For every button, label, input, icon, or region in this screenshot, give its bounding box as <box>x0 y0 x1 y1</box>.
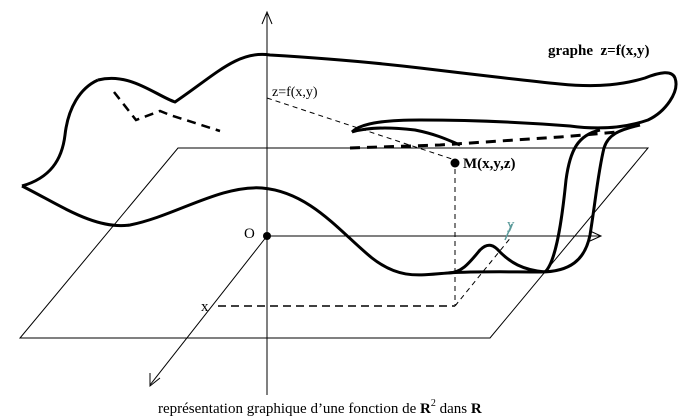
z-label: z=f(x,y) <box>272 85 318 100</box>
xy-plane <box>18 147 650 339</box>
surface-fold-edge <box>351 126 461 147</box>
hidden-contour-right <box>349 130 619 150</box>
caption-r2: R <box>471 401 482 417</box>
projection-to-y <box>454 235 513 307</box>
x-axis-arrow <box>149 373 161 388</box>
caption-text: représentation graphique d’une fonction … <box>158 401 420 417</box>
projection-z-to-m <box>266 97 456 161</box>
z-axis-arrow <box>261 10 273 25</box>
caption-dans: dans <box>436 401 471 417</box>
surface-front-edge <box>21 123 641 277</box>
x-axis <box>149 235 268 386</box>
hidden-contour-left <box>113 91 221 133</box>
origin-label: O <box>244 226 255 242</box>
caption-exponent: 2 <box>431 398 436 409</box>
surface-bump <box>447 243 546 275</box>
caption: représentation graphique d’une fonction … <box>158 398 482 417</box>
y-axis-arrow <box>589 230 603 242</box>
graph-title: graphe z=f(x,y) <box>548 43 649 59</box>
surface-left-edge <box>21 78 99 188</box>
y-axis-label: y <box>507 217 515 233</box>
surface-top-edge <box>97 52 678 134</box>
x-axis-label: x <box>201 299 209 315</box>
origin-point <box>263 232 271 240</box>
surface-right-ridge <box>543 128 601 274</box>
caption-r: R <box>420 401 431 417</box>
point-m <box>450 158 460 168</box>
y-tick-accent <box>504 223 513 241</box>
point-m-label: M(x,y,z) <box>463 156 515 172</box>
